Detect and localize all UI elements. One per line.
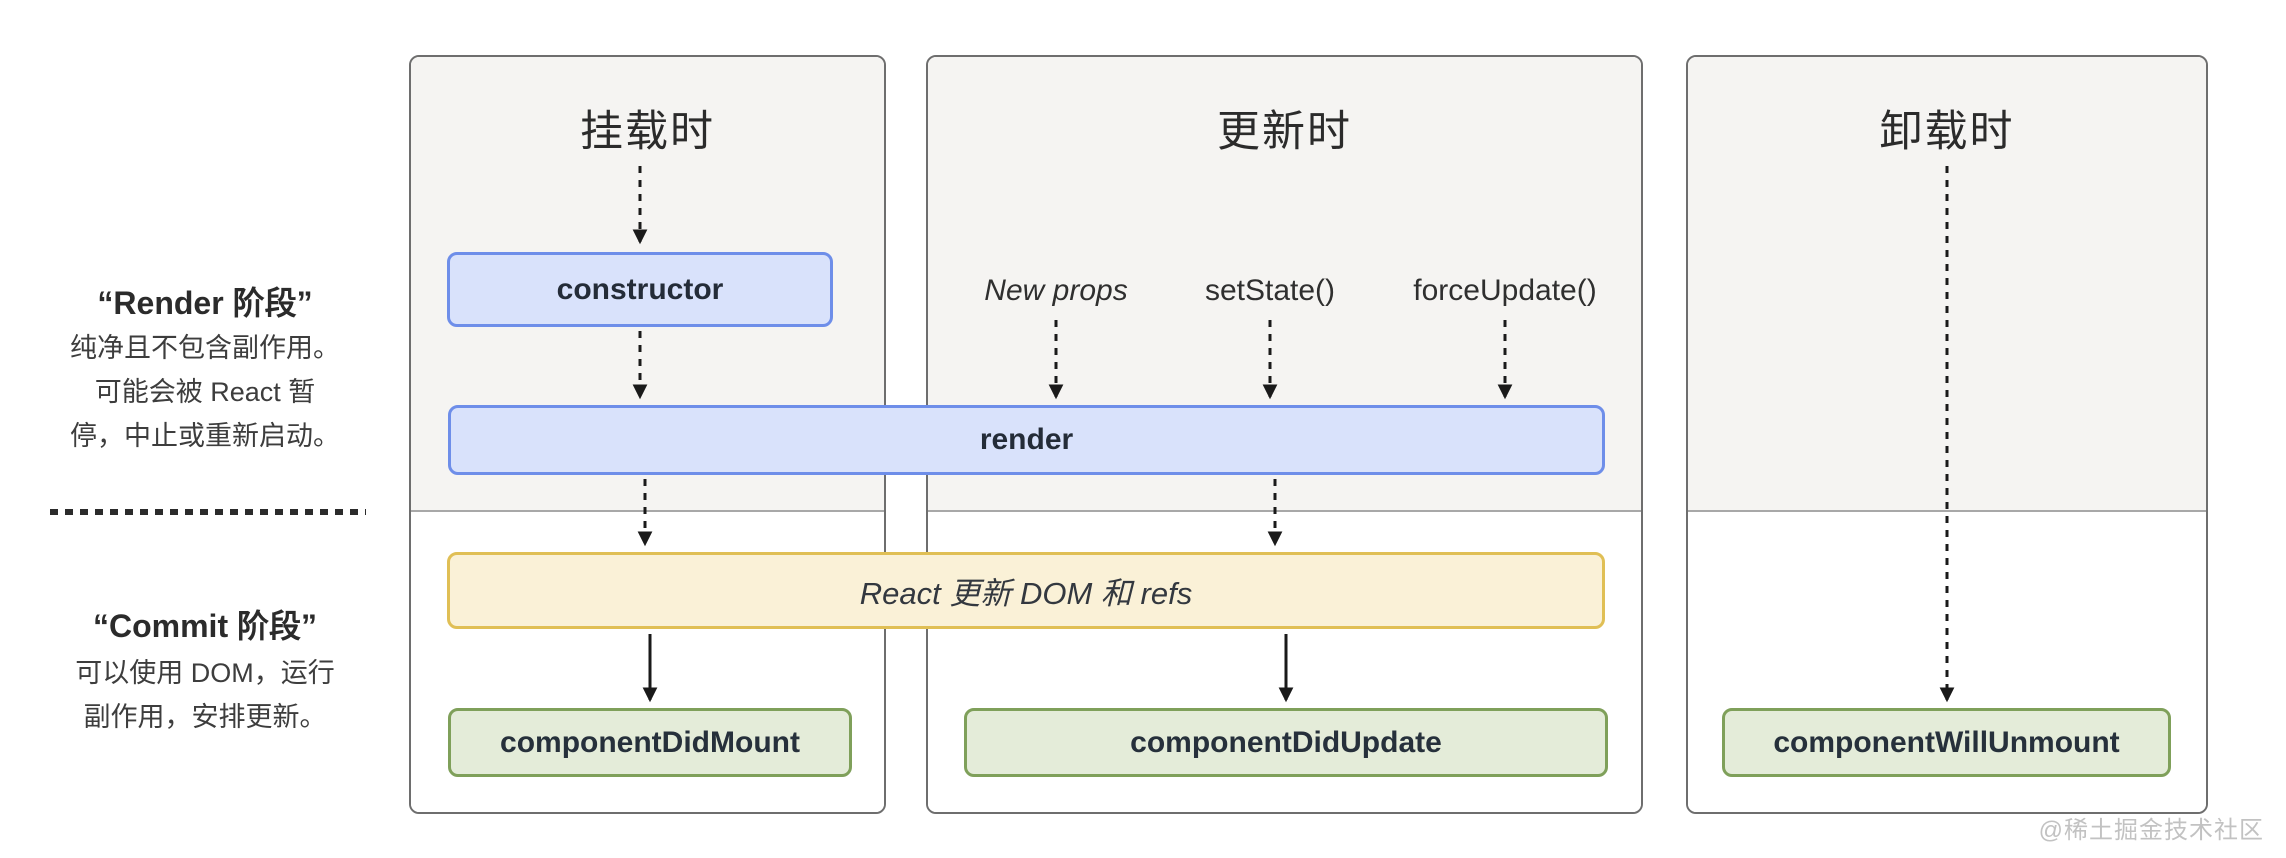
render-phase-line: 可能会被 React 暂 (94, 377, 316, 407)
trigger-force-update: forceUpdate() (1413, 274, 1597, 307)
node-render: render (448, 405, 1605, 475)
panel-updating-title: 更新时 (1217, 108, 1352, 156)
render-phase-line: 纯净且不包含副作用。 (70, 333, 340, 363)
render-phase-line: 停，中止或重新启动。 (70, 421, 340, 451)
node-constructor: constructor (447, 252, 833, 327)
trigger-new-props: New props (984, 274, 1128, 307)
panel-unmounting-title: 卸载时 (1879, 108, 2015, 156)
commit-phase-description: 可以使用 DOM，运行 副作用，安排更新。 (0, 651, 410, 739)
panel-mounting-title: 挂载时 (580, 108, 715, 156)
watermark: @稀土掘金技术社区 (2038, 817, 2264, 844)
commit-phase-title: “Commit 阶段” (92, 608, 317, 644)
commit-phase-line: 副作用，安排更新。 (83, 702, 327, 732)
node-component-will-unmount: componentWillUnmount (1722, 708, 2171, 777)
phase-dotted-divider (50, 509, 366, 515)
node-react-updates-dom: React 更新 DOM 和 refs (447, 552, 1605, 629)
render-phase-title: “Render 阶段” (97, 285, 313, 321)
node-component-did-mount: componentDidMount (448, 708, 852, 777)
trigger-set-state: setState() (1204, 274, 1336, 307)
commit-phase-line: 可以使用 DOM，运行 (75, 658, 335, 688)
render-phase-description: 纯净且不包含副作用。 可能会被 React 暂 停，中止或重新启动。 (0, 326, 410, 458)
phase-legend: “Render 阶段” 纯净且不包含副作用。 可能会被 React 暂 停，中止… (0, 0, 410, 858)
node-component-did-update: componentDidUpdate (964, 708, 1608, 777)
